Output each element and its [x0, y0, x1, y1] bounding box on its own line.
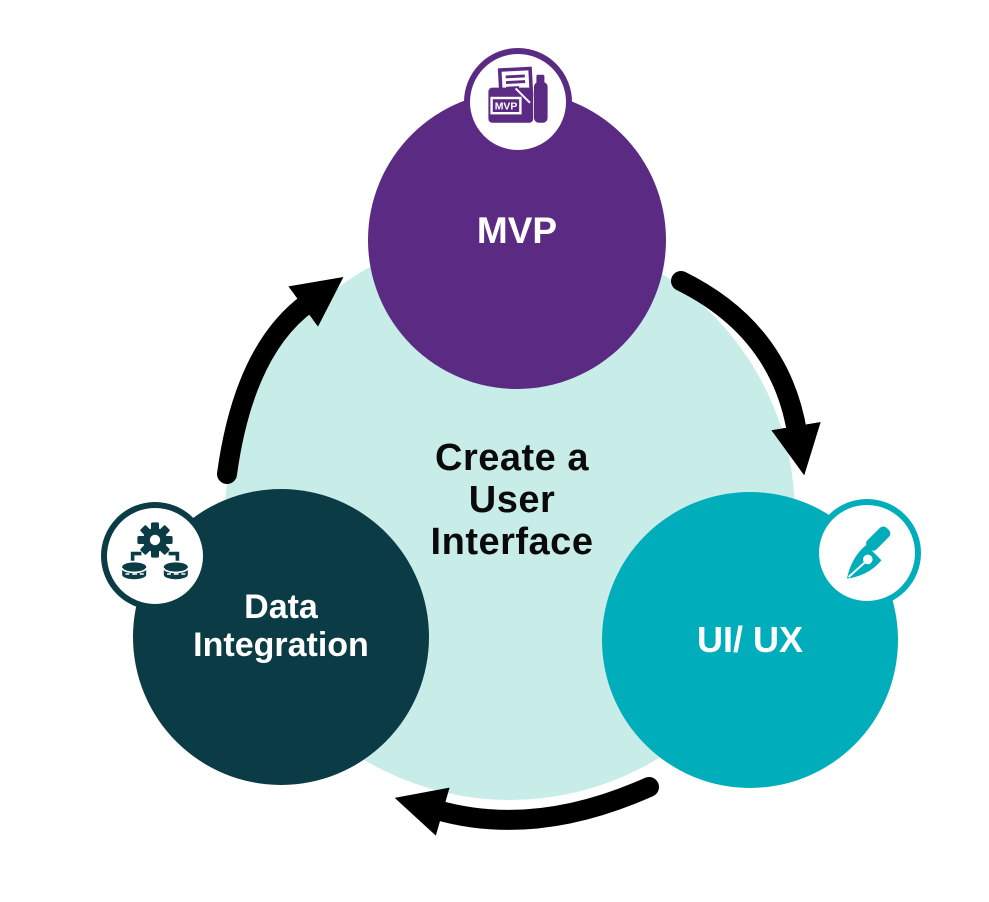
- mvp-badge: MVP: [464, 48, 572, 156]
- pen-nib-icon: [847, 526, 891, 579]
- data-integration-badge: [101, 502, 209, 610]
- node-mvp: MVP: [368, 91, 666, 389]
- node-data-integration-label: Data Integration: [193, 587, 369, 664]
- arrow-uiux-to-data: [394, 777, 659, 836]
- center-title: Create a User Interface: [430, 437, 594, 563]
- uiux-badge: [813, 499, 921, 607]
- node-mvp-label: MVP: [476, 210, 558, 251]
- node-uiux-label: UI/ UX: [696, 619, 803, 660]
- gear-database-icon: [121, 522, 189, 581]
- arrow-data-to-mvp: [217, 276, 344, 484]
- mvp-package-icon: MVP: [488, 66, 548, 123]
- mvp-badge-text: MVP: [495, 102, 518, 113]
- arrow-mvp-to-uiux: [671, 271, 821, 476]
